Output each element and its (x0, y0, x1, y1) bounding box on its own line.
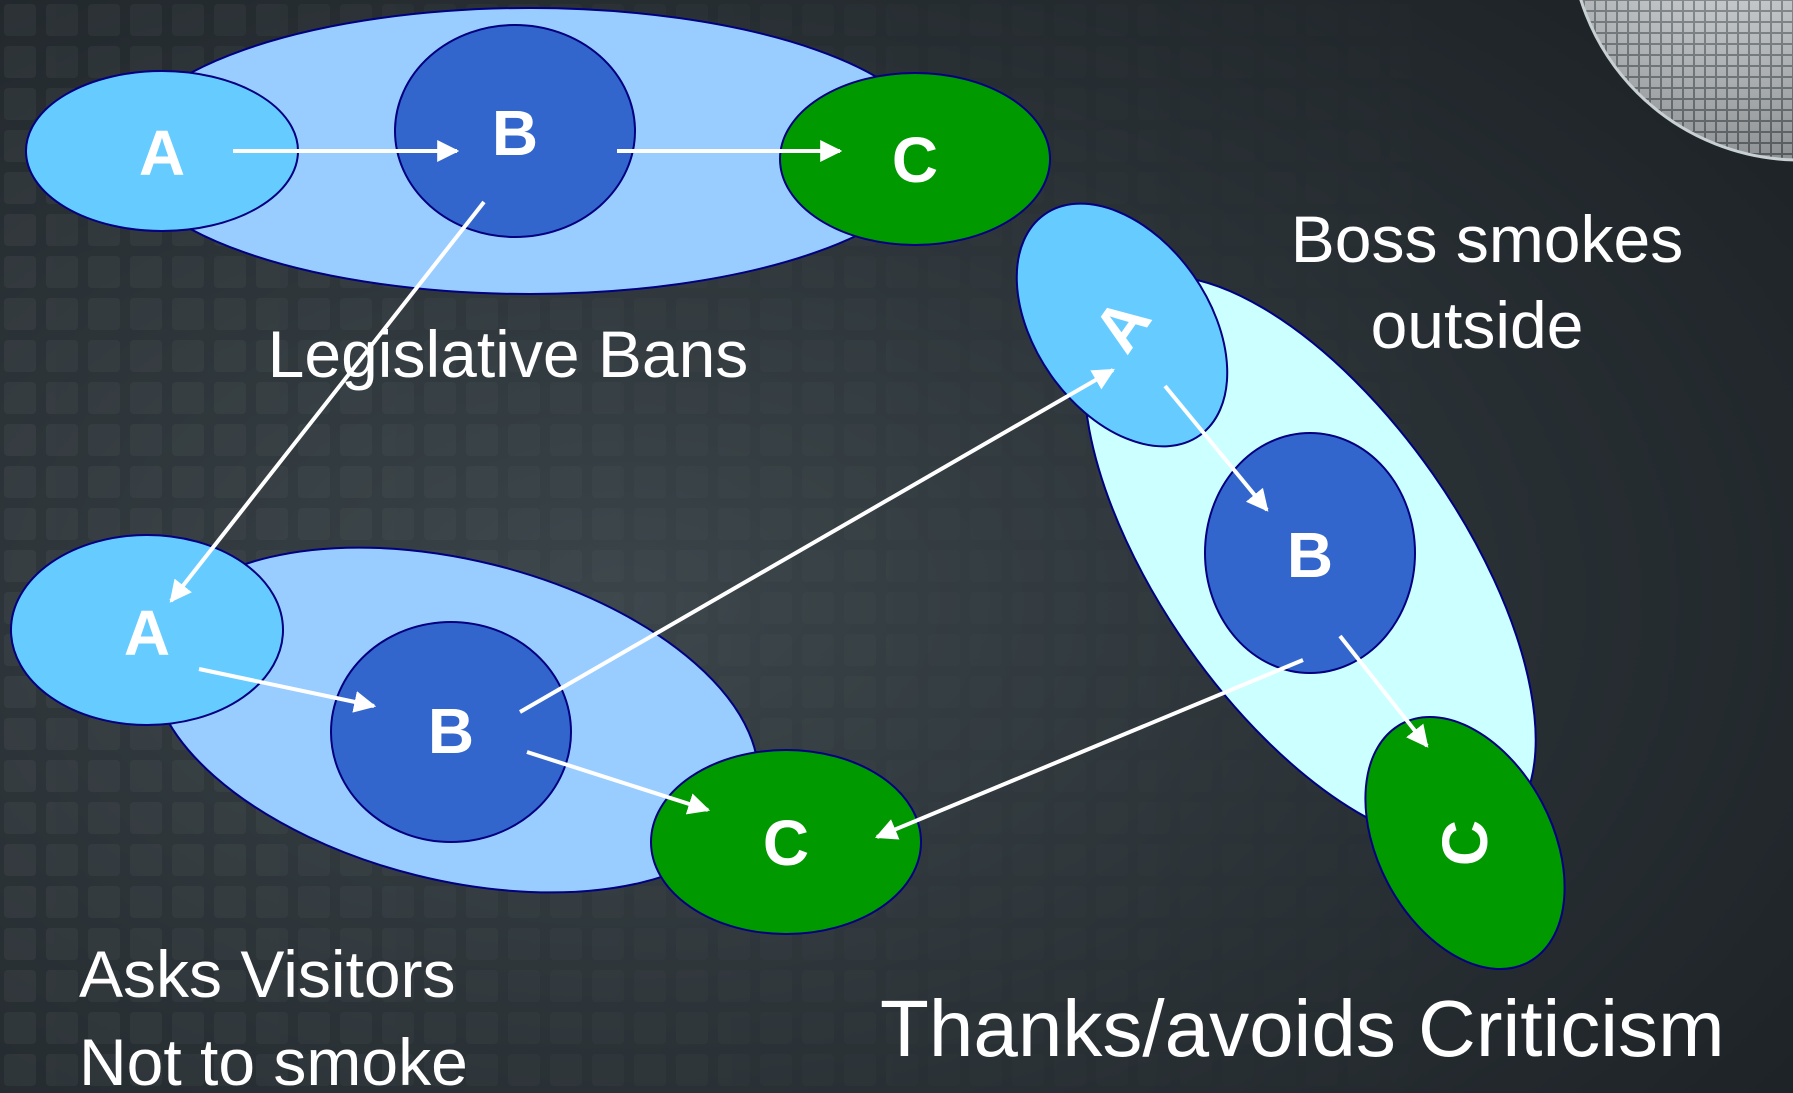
node-c-label: C (892, 124, 938, 196)
arrows (169, 140, 1429, 840)
arrow-boss-b-to-asks-c (874, 658, 1304, 840)
arrow-boss-b-to-c (1338, 634, 1429, 748)
node-b-label: B (492, 97, 538, 169)
caption-boss-smokes-line-1: Boss smokes (1291, 202, 1683, 276)
node-c-label: C (763, 807, 809, 879)
node-c-ellipse (1364, 715, 1566, 971)
caption-legislative-bans: Legislative Bans (268, 317, 749, 391)
arrow-asks-a-to-b (198, 667, 377, 713)
caption-boss-smokes-line-2: outside (1371, 288, 1584, 362)
group-legislative: A B C (25, 7, 1051, 295)
node-b-ellipse (330, 621, 572, 843)
node-c-ellipse (650, 749, 922, 935)
caption-asks-visitors-line-2: Not to smoke (79, 1025, 468, 1093)
caption-thanks-avoids-criticism: Thanks/avoids Criticism (880, 984, 1725, 1073)
node-c-ellipse (779, 72, 1051, 246)
node-b-ellipse (394, 24, 636, 238)
disco-ball-icon (1579, 0, 1793, 162)
node-a-label: A (124, 597, 170, 669)
node-a-label: A (139, 117, 185, 189)
node-a-ellipse (10, 534, 284, 726)
node-c-label: C (1429, 820, 1501, 866)
arrow-boss-a-to-b (1163, 384, 1269, 512)
group-boss-smokes: A B C (1015, 202, 1566, 971)
arrow-legislative-b-to-asks-a (169, 200, 486, 603)
node-a-ellipse (1015, 202, 1229, 448)
arrow-asks-b-to-c (526, 750, 711, 815)
arrow-asks-b-to-boss-a (519, 368, 1115, 714)
node-b-label: B (1287, 519, 1333, 591)
caption-asks-visitors-line-1: Asks Visitors (79, 937, 456, 1011)
node-b-label: B (428, 695, 474, 767)
group-asks-visitors: A B C (10, 534, 922, 935)
